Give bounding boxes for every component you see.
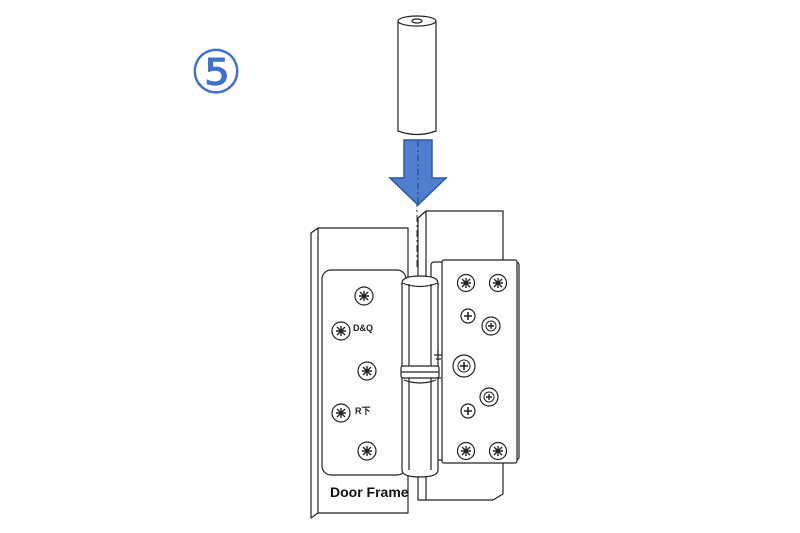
right-hinge-leaf <box>430 259 520 464</box>
screw-icon <box>456 441 476 461</box>
leaf-engraving-brand: D&Q <box>353 323 373 333</box>
adjustment-screw-icon <box>460 403 476 419</box>
adjustment-screw-icon <box>452 354 476 378</box>
leaf-engraving-side: R下 <box>355 406 371 416</box>
screw-icon <box>331 403 351 423</box>
hinge-pin <box>397 15 437 136</box>
screw-icon <box>488 441 508 461</box>
step-number: ⑤ <box>189 38 243 108</box>
screw-icon <box>456 273 476 293</box>
door-frame-label: Door Frame <box>330 484 409 500</box>
right-leaf-screws <box>452 273 508 461</box>
screw-icon <box>357 361 377 381</box>
screw-icon <box>354 286 374 306</box>
adjustment-screw-icon <box>460 308 476 324</box>
screw-icon <box>357 441 377 461</box>
screw-icon <box>331 321 351 341</box>
adjustment-screw-icon <box>481 316 501 336</box>
adjustment-screw-icon <box>479 387 499 407</box>
screw-icon <box>488 273 508 293</box>
hinge-knuckle <box>400 275 442 478</box>
left-leaf-screws <box>331 286 377 461</box>
